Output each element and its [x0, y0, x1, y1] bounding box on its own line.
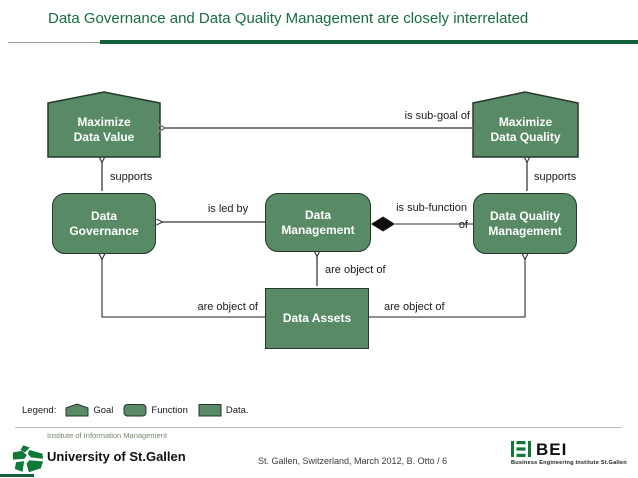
bei-acronym: BEI — [536, 440, 568, 459]
footer-divider — [15, 427, 622, 428]
edge-label-is-sub-function: is sub-function — [396, 202, 467, 214]
edge-label-is-led-by: is led by — [207, 203, 249, 215]
node-data-quality-management: Data Quality Management — [473, 193, 577, 254]
node-data-assets: Data Assets — [265, 288, 369, 349]
edge-label-is-sub-function-of: of — [458, 219, 468, 231]
edge-label-are-object-of-right: are object of — [384, 301, 445, 313]
node-maximize-data-quality-label: Maximize Data Quality — [490, 115, 561, 144]
bei-tagline: Business Engineering Institute St.Gallen — [511, 460, 627, 466]
edge-are-object-of-right-line — [369, 259, 525, 318]
node-data-governance: Data Governance — [52, 193, 156, 254]
institute-name: Institute of Information Management — [47, 431, 168, 440]
legend-item-data: Data. — [198, 403, 249, 417]
node-maximize-data-value-label: Maximize Data Value — [73, 115, 135, 144]
university-logo-icon — [13, 445, 43, 473]
node-maximize-data-quality-shape — [472, 91, 579, 158]
function-rounded-rect-icon — [123, 404, 147, 417]
slide-footer-info: St. Gallen, Switzerland, March 2012, B. … — [258, 456, 448, 466]
edge-label-is-sub-goal-of: is sub-goal of — [404, 110, 470, 122]
header-rule-green — [100, 40, 638, 44]
edge-are-object-of-left-line — [102, 259, 265, 318]
edge-label-are-object-of-left: are object of — [197, 301, 258, 313]
university-name: University of St.Gallen — [47, 449, 186, 464]
data-rect-icon — [198, 404, 222, 417]
legend-title: Legend: — [22, 404, 57, 416]
edge-label-supports-left: supports — [110, 171, 153, 183]
header-rule-gray — [8, 42, 100, 43]
slide-title: Data Governance and Data Quality Managem… — [48, 10, 529, 27]
node-data-management: Data Management — [265, 193, 371, 252]
bei-logo: BEI Business Engineering Institute St.Ga… — [511, 440, 637, 466]
legend-item-function: Function — [123, 403, 188, 417]
bei-logo-icon — [511, 441, 531, 457]
legend: Legend: Goal Function Data. — [22, 403, 259, 417]
bottom-left-accent — [0, 474, 34, 477]
goal-pentagon-icon — [65, 403, 89, 417]
edge-label-are-object-of-top: are object of — [325, 264, 386, 276]
edge-label-supports-right: supports — [534, 171, 577, 183]
legend-item-goal: Goal — [65, 403, 113, 417]
edge-aggregation-diamond — [371, 216, 395, 232]
